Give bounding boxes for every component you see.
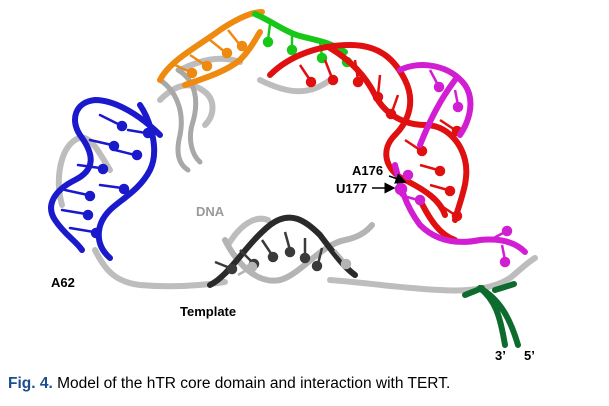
u177-label: U177 [336,181,368,196]
green-strand [252,11,353,68]
five-prime-label: 5’ [524,348,535,363]
orange-helix [157,9,265,88]
dna-template-duplex [207,214,375,288]
blue-helix [48,96,163,261]
a62-label: A62 [51,275,75,290]
figure-caption: Fig. 4. Model of the hTR core domain and… [8,376,608,392]
template-label: Template [180,304,237,319]
annotation-arrows [372,173,407,194]
figure-panel [48,9,538,348]
red-helix [267,41,470,243]
dna-label: DNA [196,204,225,219]
a176-arrow [388,173,407,184]
dark-green-tail [462,281,521,348]
rna-structure-model [48,9,538,348]
three-prime-label: 3’ [495,348,506,363]
a176-label: A176 [352,163,384,178]
caption-text: Model of the hTR core domain and interac… [57,375,451,392]
magenta-helix [392,62,528,268]
figure-number: Fig. 4. [8,375,53,392]
